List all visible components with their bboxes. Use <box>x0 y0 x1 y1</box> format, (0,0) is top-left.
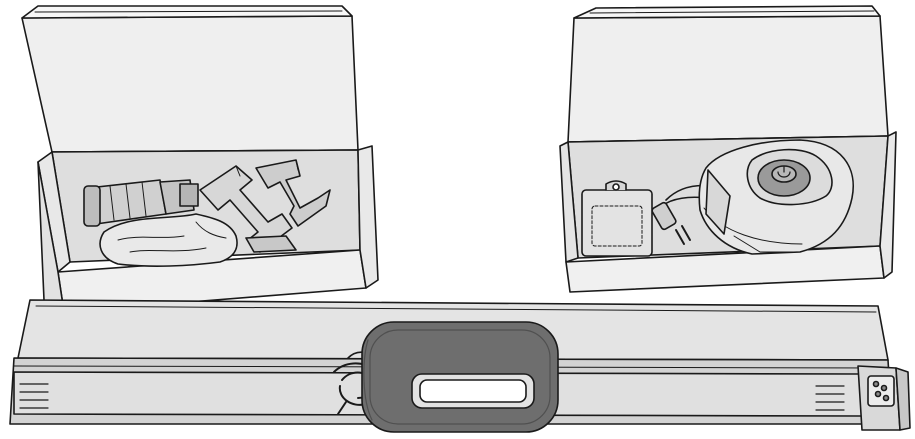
right-box <box>559 5 897 293</box>
right-box-lid <box>567 5 889 143</box>
rail-left-slats <box>19 383 49 409</box>
wrapped-parts-bag <box>99 213 238 267</box>
motor-unit <box>83 179 199 227</box>
mounting-brackets <box>199 159 331 253</box>
hardware-blister-pack <box>581 180 653 257</box>
rail-right-slats <box>815 385 845 411</box>
left-box-lid <box>21 5 359 153</box>
motor-carriage <box>361 321 559 433</box>
operator-unit <box>698 139 854 255</box>
drive-rail <box>9 299 911 433</box>
end-stop-hardware <box>867 375 895 407</box>
left-box <box>21 5 379 313</box>
